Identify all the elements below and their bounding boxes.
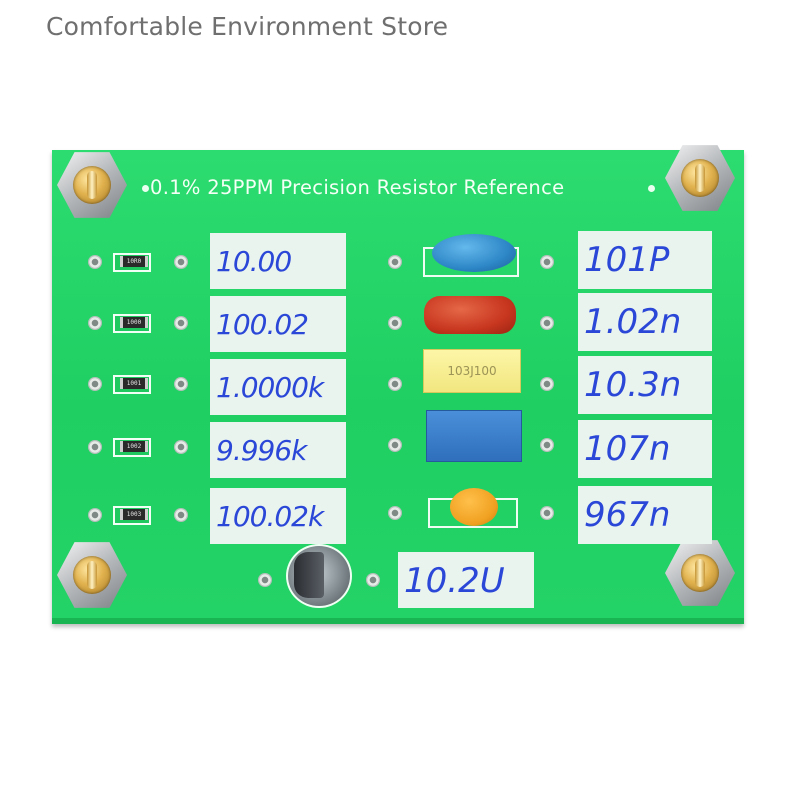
store-name: Comfortable Environment Store	[46, 12, 449, 41]
pad	[174, 440, 188, 454]
pad	[258, 573, 272, 587]
smd-resistor: 1002	[113, 438, 151, 457]
resistor-value-label: 10.00	[210, 233, 346, 289]
resistor-value-label: 9.996k	[210, 422, 346, 478]
resistor-value-label: 100.02k	[210, 488, 346, 544]
pad	[88, 377, 102, 391]
pad	[388, 438, 402, 452]
smd-resistor: 10R0	[113, 253, 151, 272]
pad	[540, 377, 554, 391]
capacitor-value-label: 101P	[578, 231, 712, 289]
pad	[388, 255, 402, 269]
resistor-chip-code: 1000	[120, 317, 148, 328]
pad	[174, 255, 188, 269]
pad	[388, 316, 402, 330]
pad	[540, 506, 554, 520]
resistor-chip-code: 1003	[120, 509, 148, 520]
brass-screw-top-left	[73, 166, 111, 204]
smd-resistor: 1003	[113, 506, 151, 525]
registration-dot	[142, 185, 149, 192]
electrolytic-capacitor	[286, 544, 352, 608]
resistor-chip-code: 10R0	[120, 256, 148, 267]
capacitor-value-label: 1.02n	[578, 293, 712, 351]
pad	[88, 316, 102, 330]
pad	[174, 508, 188, 522]
resistor-value-label: 1.0000k	[210, 359, 346, 415]
pad	[540, 438, 554, 452]
capacitor-value-label: 10.3n	[578, 356, 712, 414]
capacitor-orange-ceramic	[450, 488, 498, 526]
brass-screw-top-right	[681, 159, 719, 197]
pad	[88, 508, 102, 522]
pad	[174, 377, 188, 391]
capacitor-yellow-box: 103J100	[423, 349, 521, 393]
board-title: 0.1% 25PPM Precision Resistor Reference	[150, 176, 565, 199]
electrolytic-value-label: 10.2U	[398, 552, 534, 608]
resistor-chip-code: 1002	[120, 441, 148, 452]
pad	[388, 377, 402, 391]
brass-screw-bottom-left	[73, 556, 111, 594]
capacitor-blue-box	[426, 410, 522, 462]
capacitor-blue-ceramic	[432, 234, 516, 272]
pad	[540, 255, 554, 269]
pad	[88, 440, 102, 454]
capacitor-sleeve	[294, 552, 324, 598]
pad	[540, 316, 554, 330]
resistor-chip-code: 1001	[120, 378, 148, 389]
pad	[174, 316, 188, 330]
pad	[388, 506, 402, 520]
capacitor-value-label: 967n	[578, 486, 712, 544]
smd-resistor: 1000	[113, 314, 151, 333]
registration-dot	[648, 185, 655, 192]
capacitor-red-film	[424, 296, 516, 334]
resistor-value-label: 100.02	[210, 296, 346, 352]
capacitor-value-label: 107n	[578, 420, 712, 478]
pad	[88, 255, 102, 269]
brass-screw-bottom-right	[681, 554, 719, 592]
smd-resistor: 1001	[113, 375, 151, 394]
pad	[366, 573, 380, 587]
